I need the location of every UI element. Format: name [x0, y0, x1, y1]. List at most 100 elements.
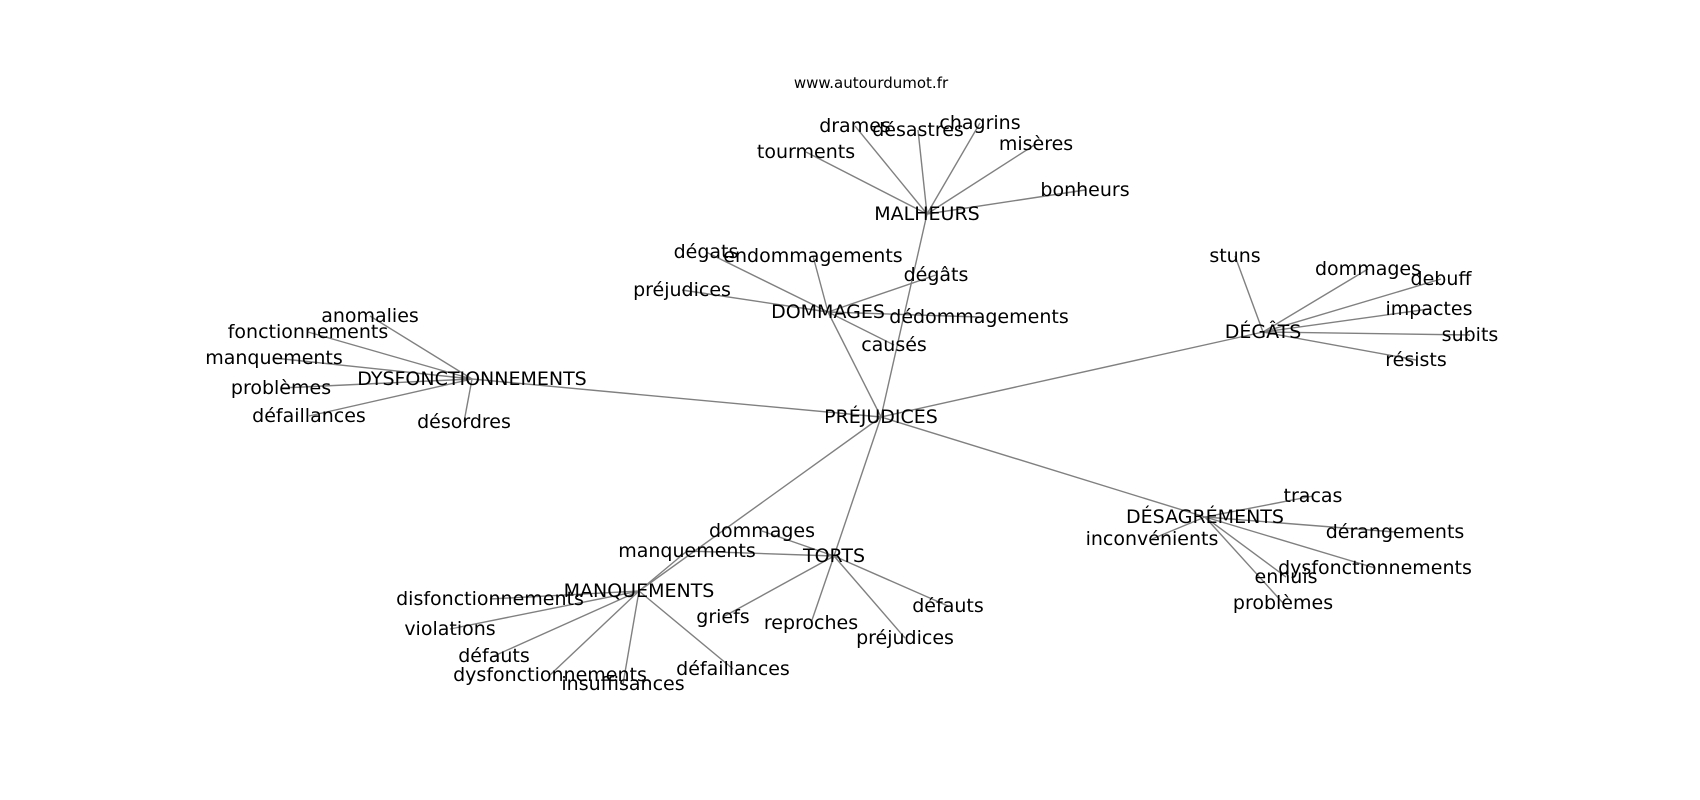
- edge-dommages-d_degats: [827, 274, 937, 313]
- hub-node-prejudices-center[interactable]: PRÉJUDICES: [824, 405, 938, 428]
- word-node-t-prejudices[interactable]: préjudices: [856, 627, 954, 649]
- word-node-a-inconvenients[interactable]: inconvénients: [1086, 528, 1219, 550]
- edge-degats_node-g_stuns: [1234, 255, 1264, 333]
- word-node-m-tourments[interactable]: tourments: [757, 141, 855, 163]
- word-node-m-miseres[interactable]: misères: [999, 133, 1073, 155]
- word-node-d-causes[interactable]: causés: [861, 334, 927, 356]
- word-node-y-desordres[interactable]: désordres: [417, 411, 511, 433]
- edge-dommages-d_dedommagements: [827, 311, 980, 318]
- edge-torts-t_reproches: [810, 555, 835, 624]
- edge-dysfonctionnements-y_desordres: [463, 378, 473, 423]
- word-node-q-defauts[interactable]: défauts: [458, 645, 529, 667]
- hub-node-torts[interactable]: TORTS: [802, 545, 865, 567]
- word-node-t-reproches[interactable]: reproches: [764, 612, 858, 634]
- edge-prejudices_center-torts: [833, 416, 882, 557]
- edge-dommages-d_endommagements: [812, 255, 829, 313]
- word-node-q-violations[interactable]: violations: [404, 618, 495, 640]
- word-node-g-impactes[interactable]: impactes: [1386, 298, 1473, 320]
- edge-dysfonctionnements-y_defaillances: [308, 378, 473, 417]
- hub-node-dysfonctionnements[interactable]: DYSFONCTIONNEMENTS: [357, 368, 587, 390]
- hub-node-dommages[interactable]: DOMMAGES: [771, 301, 885, 323]
- graph-edges: [273, 122, 1471, 685]
- edge-manquements_node-q_defauts: [493, 590, 640, 657]
- word-node-m-bonheurs[interactable]: bonheurs: [1040, 179, 1129, 201]
- word-node-y-manquements[interactable]: manquements: [205, 347, 343, 369]
- word-node-a-tracas[interactable]: tracas: [1284, 485, 1343, 507]
- edge-manquements_node-q_dysfonctionnements: [549, 590, 640, 676]
- word-node-y-defaillances[interactable]: défaillances: [252, 405, 366, 427]
- edge-dysfonctionnements-y_manquements: [273, 357, 473, 380]
- hub-node-malheurs[interactable]: MALHEURS: [874, 203, 979, 225]
- word-node-y-anomalies[interactable]: anomalies: [321, 305, 419, 327]
- word-node-y-problemes[interactable]: problèmes: [231, 377, 331, 399]
- edge-desagrements-a_tracas: [1204, 495, 1314, 518]
- edge-manquements_node-q_manquements: [638, 550, 688, 592]
- word-node-d-degats-lc[interactable]: dégats: [674, 241, 739, 263]
- word-node-g-resists[interactable]: résists: [1385, 349, 1447, 371]
- word-node-m-chagrins[interactable]: chagrins: [939, 112, 1020, 134]
- edge-malheurs-m_drames: [854, 125, 928, 215]
- edge-manquements_node-q_violations: [449, 590, 640, 630]
- word-node-m-drames[interactable]: drames: [819, 115, 891, 137]
- word-node-q-defaillances[interactable]: défaillances: [676, 658, 790, 680]
- edge-torts-q_manquements: [686, 550, 835, 557]
- edge-torts-t_griefs: [722, 555, 835, 618]
- edge-dommages-d_degats_lc: [705, 251, 829, 313]
- word-node-a-dysfonctionnements[interactable]: dysfonctionnements: [1278, 557, 1472, 579]
- word-node-q-insuffisances[interactable]: insuffisances: [561, 673, 684, 695]
- word-node-g-subits[interactable]: subits: [1442, 324, 1499, 346]
- edge-malheurs-m_tourments: [805, 151, 928, 215]
- edge-dommages-d_causes: [827, 311, 895, 346]
- edge-torts-t_defauts: [833, 555, 949, 607]
- word-node-a-derangements[interactable]: dérangements: [1326, 521, 1465, 543]
- edge-desagrements-a_ennuis: [1204, 516, 1287, 578]
- edge-desagrements-a_derangements: [1204, 516, 1396, 533]
- word-node-q-dysfonctionnements[interactable]: dysfonctionnements: [453, 664, 647, 686]
- word-node-g-dommages[interactable]: dommages: [1315, 258, 1421, 280]
- word-node-q-disfonctionnements[interactable]: disfonctionnements: [396, 588, 584, 610]
- edge-malheurs-m_bonheurs: [926, 189, 1086, 215]
- word-node-d-dedommagements[interactable]: dédommagements: [889, 306, 1068, 328]
- word-node-t-griefs[interactable]: griefs: [696, 606, 749, 628]
- edge-torts-t_dommages: [761, 530, 835, 557]
- word-node-d-prejudices[interactable]: préjudices: [633, 279, 731, 301]
- word-node-t-dommages[interactable]: dommages: [709, 520, 815, 542]
- word-node-y-fonctionnements[interactable]: fonctionnements: [228, 321, 389, 343]
- edge-manquements_node-q_defaillances: [638, 590, 734, 670]
- edge-manquements_node-q_insuffisances: [622, 590, 640, 685]
- edge-dysfonctionnements-y_fonctionnements: [307, 331, 473, 380]
- edge-degats_node-g_debuff: [1262, 278, 1442, 333]
- edge-dysfonctionnements-y_anomalies: [369, 315, 473, 380]
- word-node-t-defauts[interactable]: défauts: [912, 595, 983, 617]
- hub-node-degats-node[interactable]: DÉGÂTS: [1225, 320, 1302, 343]
- edge-prejudices_center-dysfonctionnements: [471, 378, 882, 418]
- word-node-g-stuns[interactable]: stuns: [1209, 245, 1260, 267]
- word-node-m-desastres[interactable]: désastres: [872, 119, 964, 141]
- hub-node-desagrements[interactable]: DÉSAGRÉMENTS: [1126, 505, 1284, 528]
- edge-degats_node-g_impactes: [1262, 308, 1430, 333]
- word-node-g-debuff[interactable]: debuff: [1411, 268, 1473, 290]
- word-node-d-endommagements[interactable]: endommagements: [723, 245, 902, 267]
- edge-desagrements-a_inconvenients: [1151, 516, 1206, 540]
- edge-dommages-d_prejudices: [681, 289, 829, 313]
- edge-desagrements-a_dysfonctionnements: [1204, 516, 1376, 569]
- edge-malheurs-m_desastres: [917, 129, 928, 215]
- edge-degats_node-g_resists: [1262, 331, 1417, 361]
- edge-desagrements-a_problemes: [1204, 516, 1284, 604]
- edge-prejudices_center-manquements_node: [638, 416, 882, 592]
- word-node-q-manquements[interactable]: manquements: [618, 540, 756, 562]
- word-node-d-degats[interactable]: dégâts: [904, 264, 969, 286]
- word-node-a-ennuis[interactable]: ennuis: [1255, 566, 1318, 588]
- edge-malheurs-m_miseres: [926, 143, 1037, 215]
- edge-prejudices_center-dommages: [827, 311, 882, 418]
- watermark: www.autourdumot.fr: [794, 74, 949, 92]
- edge-dysfonctionnements-y_problemes: [280, 378, 473, 389]
- edge-prejudices_center-degats_node: [880, 331, 1264, 418]
- edge-manquements_node-q_disfonctionnements: [489, 590, 640, 600]
- edge-malheurs-m_chagrins: [926, 122, 981, 215]
- edge-degats_node-g_subits: [1262, 331, 1471, 336]
- word-node-a-problemes[interactable]: problèmes: [1233, 592, 1333, 614]
- hub-node-manquements-node[interactable]: MANQUEMENTS: [564, 580, 715, 602]
- edge-prejudices_center-malheurs: [880, 213, 928, 418]
